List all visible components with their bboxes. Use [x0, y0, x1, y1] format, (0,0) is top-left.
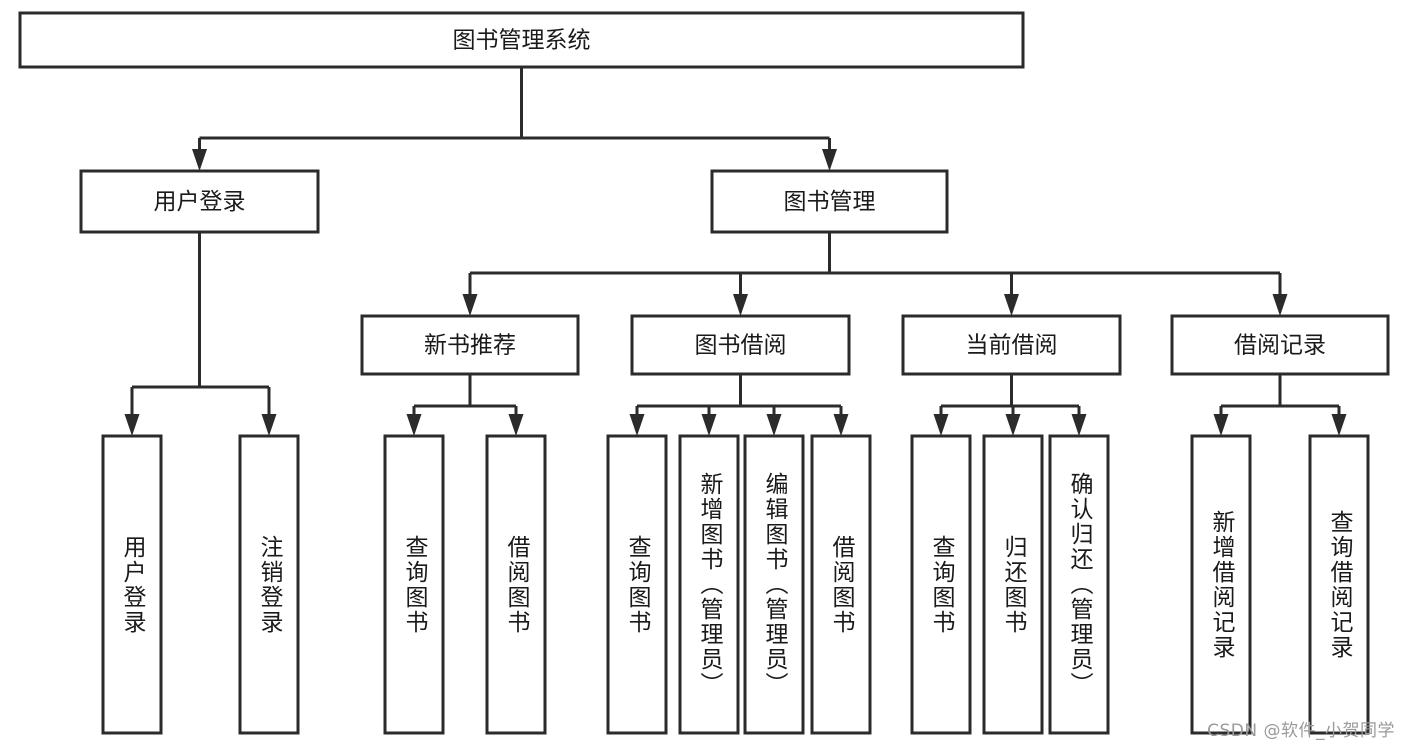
node-box-leaf-user-login[interactable]: [101, 434, 163, 735]
arrow-head-icon: [462, 294, 478, 316]
node-box-leaf-return-book[interactable]: [982, 434, 1044, 735]
node-label-new-book-recommend: 新书推荐: [424, 333, 516, 359]
node-box-leaf-query-book-1[interactable]: [383, 434, 445, 735]
node-box-leaf-query-book-2[interactable]: [606, 434, 668, 735]
watermark-text: CSDN @软件_小贺同学: [1207, 721, 1395, 741]
node-label-book-manage: 图书管理: [784, 189, 876, 215]
arrow-head-icon: [733, 294, 748, 316]
edge-group-new-book-recommend: [406, 374, 524, 436]
node-label-current-borrow: 当前借阅: [966, 333, 1058, 359]
node-label-user-login: 用户登录: [154, 189, 246, 215]
edge-group-book-manage: [462, 232, 1288, 316]
node-box-leaf-edit-book-admin[interactable]: [743, 434, 805, 735]
node-box-leaf-borrow-book-1[interactable]: [485, 434, 547, 735]
arrow-head-icon: [1272, 294, 1288, 316]
node-box-new-book-recommend[interactable]: [360, 314, 580, 376]
arrow-head-icon: [406, 414, 422, 436]
node-box-book-manage[interactable]: [710, 169, 949, 234]
nodes-layer: [18, 11, 1390, 735]
node-box-leaf-query-book-3[interactable]: [910, 434, 972, 735]
arrow-head-icon: [508, 414, 524, 436]
arrow-head-icon: [1331, 414, 1347, 436]
edge-group-book-borrow: [629, 374, 849, 436]
arrow-head-icon: [261, 414, 277, 436]
edge-group-user-login: [124, 232, 277, 436]
arrow-head-icon: [629, 414, 645, 436]
arrow-head-icon: [124, 414, 140, 436]
arrow-head-icon: [833, 414, 849, 436]
edge-group-current-borrow: [933, 374, 1087, 436]
node-label-borrow-record: 借阅记录: [1234, 333, 1326, 359]
node-box-leaf-logout-login[interactable]: [238, 434, 300, 735]
arrow-head-icon: [192, 149, 207, 171]
node-box-leaf-add-borrow-record[interactable]: [1190, 434, 1252, 735]
edge-group-root: [192, 67, 837, 171]
arrow-head-icon: [1213, 414, 1229, 436]
edges-layer: [124, 67, 1347, 436]
node-box-book-borrow[interactable]: [630, 314, 851, 376]
node-label-root: 图书管理系统: [453, 28, 591, 54]
node-box-user-login[interactable]: [79, 169, 320, 234]
arrow-head-icon: [701, 414, 717, 436]
edge-group-borrow-record: [1213, 374, 1347, 436]
node-box-root[interactable]: [18, 11, 1025, 69]
node-box-leaf-borrow-book-2[interactable]: [810, 434, 872, 735]
arrow-head-icon: [1004, 294, 1019, 316]
arrow-head-icon: [1005, 414, 1021, 436]
arrow-head-icon: [933, 414, 949, 436]
node-box-leaf-query-borrow-record[interactable]: [1308, 434, 1370, 735]
node-box-borrow-record[interactable]: [1170, 314, 1390, 376]
arrow-head-icon: [1071, 414, 1087, 436]
node-box-leaf-add-book-admin[interactable]: [678, 434, 740, 735]
node-box-current-borrow[interactable]: [901, 314, 1122, 376]
node-label-book-borrow: 图书借阅: [695, 333, 787, 359]
arrow-head-icon: [822, 149, 837, 171]
node-box-leaf-confirm-return-admin[interactable]: [1048, 434, 1110, 735]
arrow-head-icon: [766, 414, 782, 436]
